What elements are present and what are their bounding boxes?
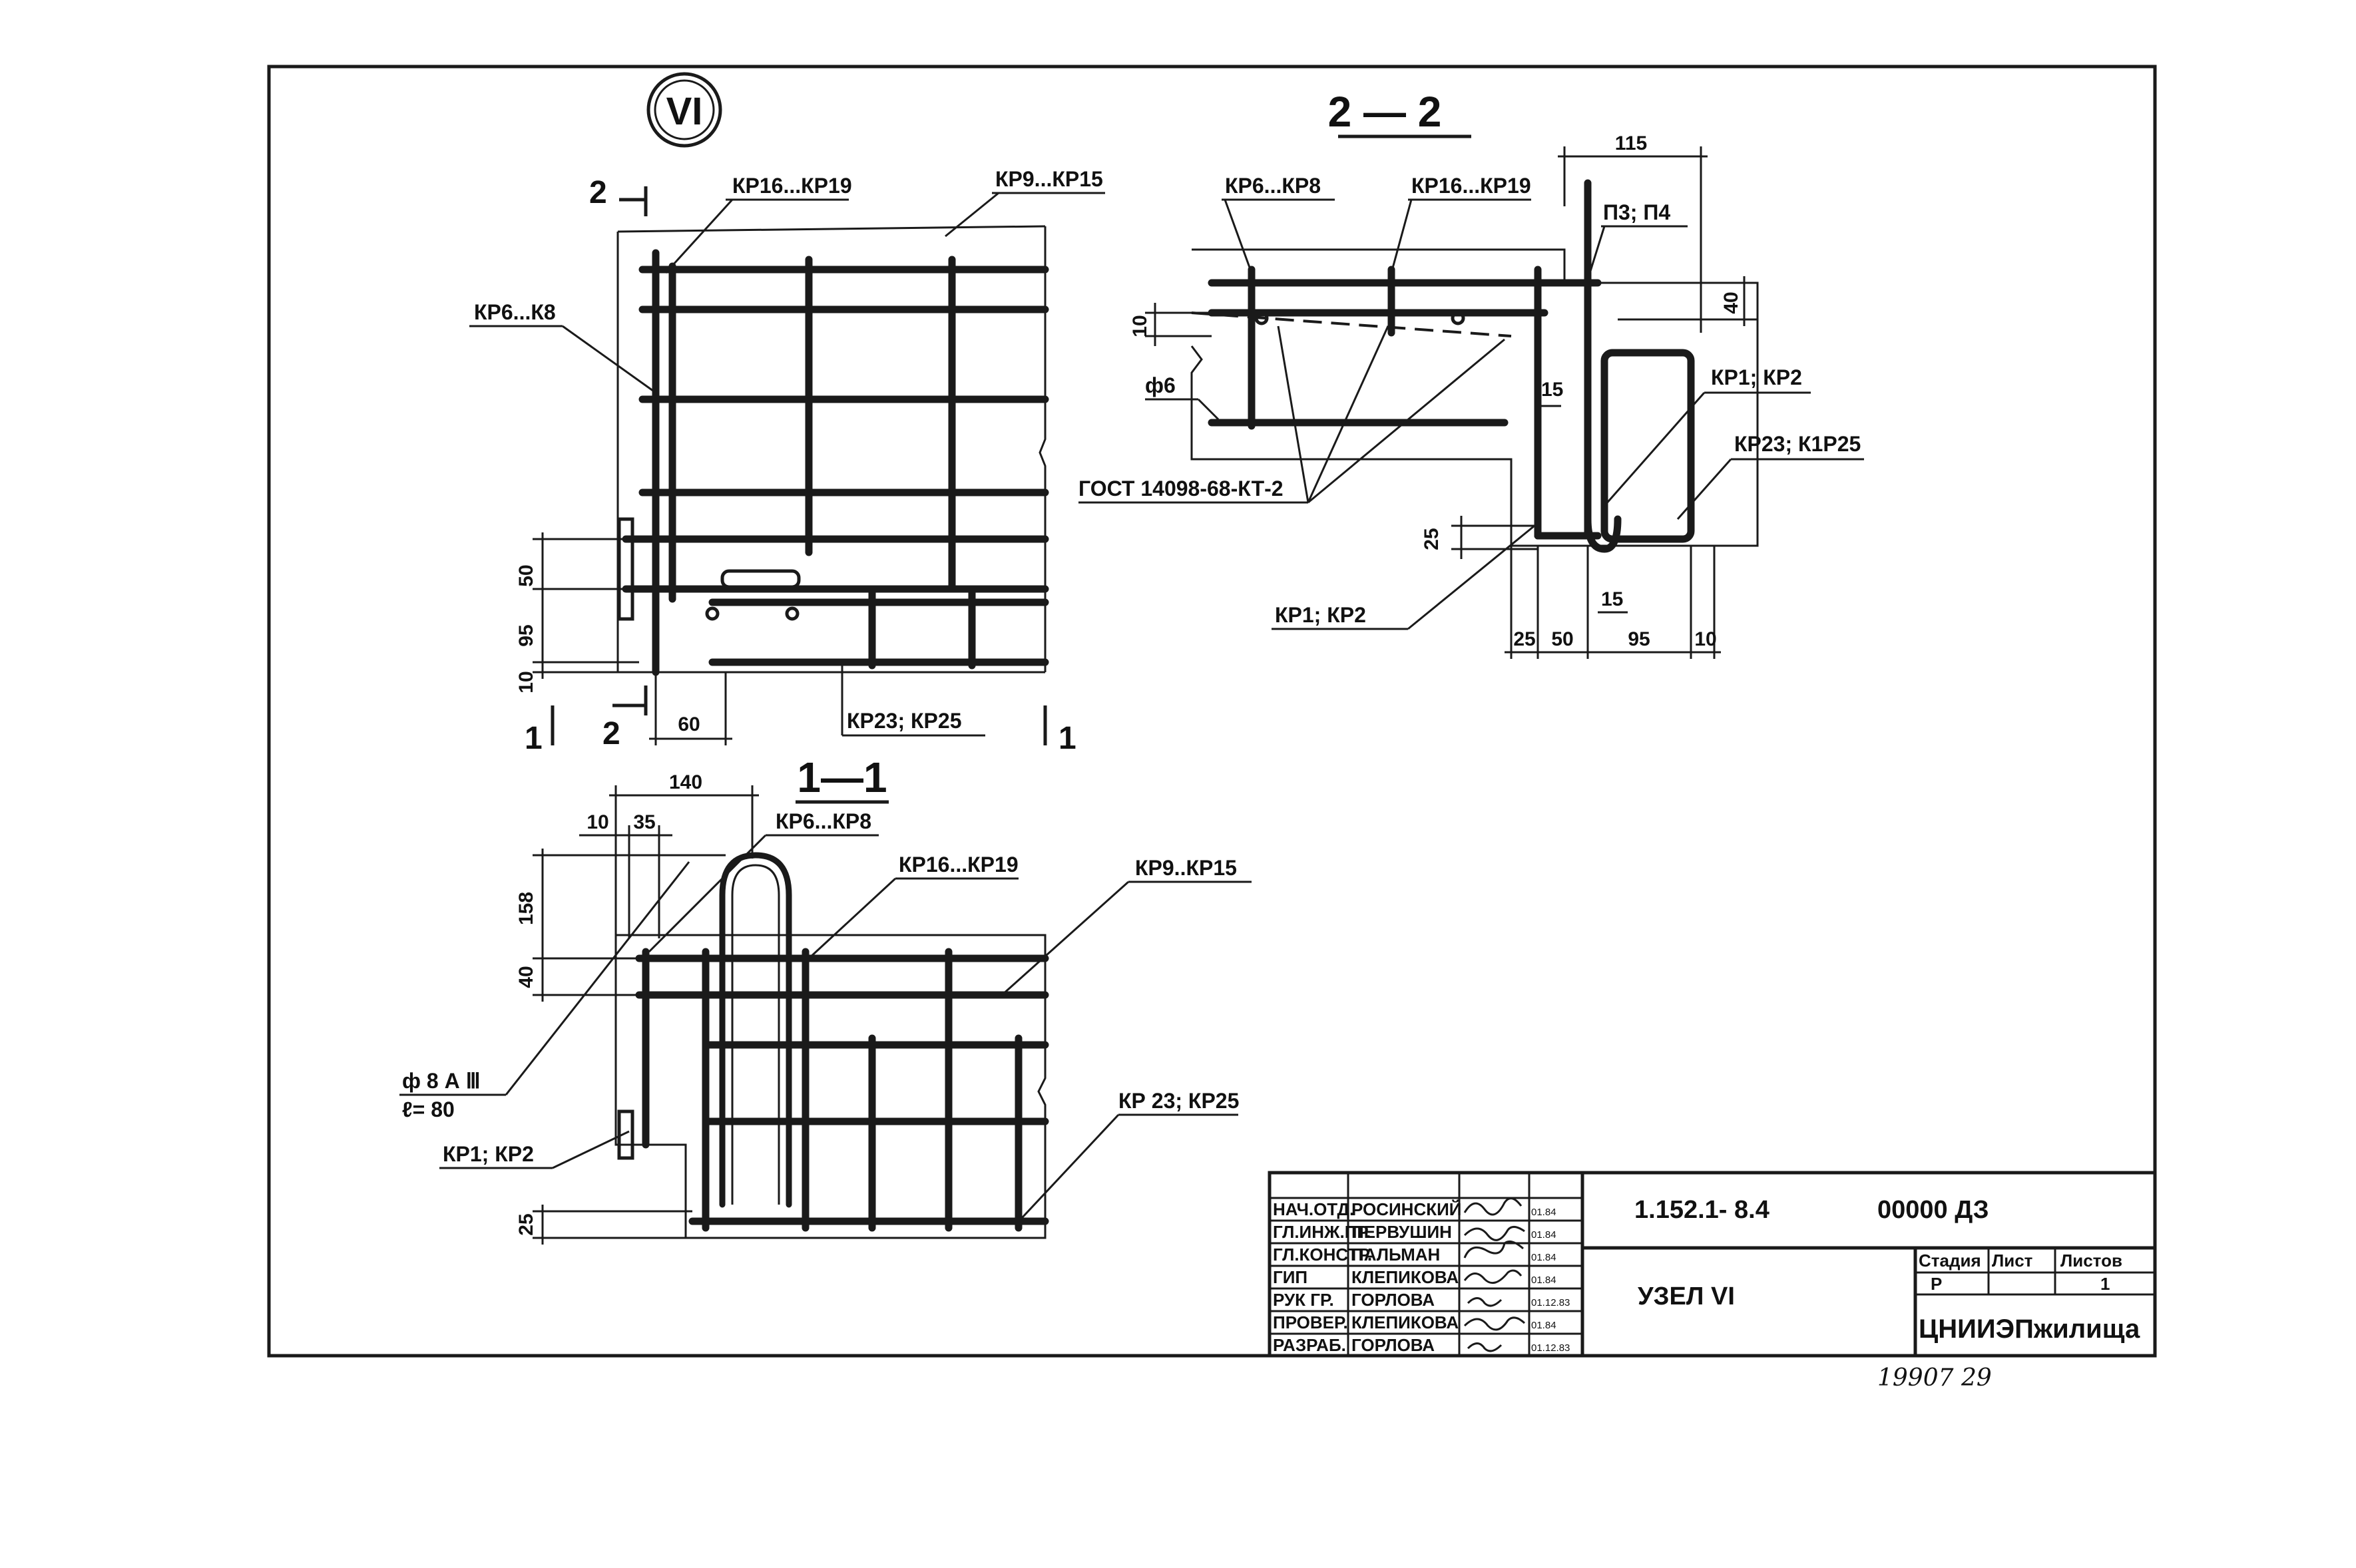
s11-dim-10: 10 <box>587 811 608 833</box>
s11-dim-25: 25 <box>515 1213 537 1235</box>
tb-role-4: РУК ГР. <box>1273 1290 1334 1310</box>
s22-label-kp16-19: КР16...КР19 <box>1411 174 1531 198</box>
plan-dim-10: 10 <box>515 671 537 693</box>
s11-label-kp1-2: КР1; КР2 <box>443 1142 534 1166</box>
tb-date-3: 01.84 <box>1531 1274 1556 1286</box>
plan-view: VI 50 95 10 6 <box>469 72 1105 756</box>
tb-role-2: ГЛ.КОНСТР. <box>1273 1245 1372 1265</box>
title-block: НАЧ.ОТД. РОСИНСКИЙ 01.84 ГЛ.ИНЖ.ПР. ПЕРВ… <box>1268 1171 2157 1358</box>
tb-name-1: ПЕРВУШИН <box>1351 1222 1452 1242</box>
s22-dim-10b: 10 <box>1694 628 1716 650</box>
tb-date-1: 01.84 <box>1531 1229 1556 1241</box>
s22-dim-95: 95 <box>1628 628 1650 650</box>
s22-label-kp1-2-right: КР1; КР2 <box>1711 365 1802 389</box>
tb-sheet-hdr: Лист <box>1992 1251 2033 1271</box>
s22-dim-15b: 15 <box>1601 588 1623 610</box>
tb-name-2: ПАЛЬМАН <box>1351 1245 1440 1265</box>
plan-dim-60: 60 <box>678 713 700 735</box>
s11-label-kp16-19: КР16...КР19 <box>899 853 1019 877</box>
tb-date-4: 01.12.83 <box>1531 1297 1570 1308</box>
tb-role-6: РАЗРАБ. <box>1273 1335 1346 1355</box>
s22-label-p3p4: П3; П4 <box>1603 200 1670 224</box>
tb-org: ЦНИИЭПжилища <box>1919 1314 2140 1344</box>
tb-role-1: ГЛ.ИНЖ.ПР. <box>1273 1222 1371 1242</box>
s22-label-kp6-8: КР6...КР8 <box>1225 174 1321 198</box>
cut-2-bottom: 2 <box>602 716 620 751</box>
s11-dim-140: 140 <box>669 771 702 793</box>
signature-5 <box>1463 1316 1526 1331</box>
cut-2-top: 2 <box>589 175 607 210</box>
tb-name-6: ГОРЛОВА <box>1351 1335 1435 1355</box>
s11-label-l80: ℓ= 80 <box>402 1097 455 1121</box>
plan-label-kp9-15: КР9...КР15 <box>995 167 1103 191</box>
cut-1-right: 1 <box>1059 721 1076 756</box>
tb-sheets-hdr: Листов <box>2060 1251 2122 1271</box>
tb-date-6: 01.12.83 <box>1531 1342 1570 1354</box>
tb-name-5: КЛЕПИКОВА <box>1351 1312 1459 1332</box>
signature-2 <box>1463 1240 1524 1259</box>
s22-label-kp23-25: КР23; К1Р25 <box>1734 432 1861 456</box>
section-2-2-title: 2 — 2 <box>1328 88 1442 136</box>
s11-label-kp6-8: КР6...КР8 <box>776 809 871 833</box>
signature-6 <box>1467 1342 1503 1352</box>
s22-dim-40: 40 <box>1720 292 1742 313</box>
s11-dim-158: 158 <box>515 892 537 925</box>
signature-1 <box>1463 1226 1525 1241</box>
plan-label-kp16-19: КР16...КР19 <box>732 174 852 198</box>
s22-label-kp1-2-bottom: КР1; КР2 <box>1275 603 1366 627</box>
tb-role-3: ГИП <box>1273 1267 1307 1287</box>
tb-date-0: 01.84 <box>1531 1207 1556 1218</box>
s11-dim-35: 35 <box>633 811 655 833</box>
s11-dim-40: 40 <box>515 966 537 988</box>
cut-1-left: 1 <box>525 721 543 756</box>
s22-dim-115: 115 <box>1615 132 1647 154</box>
plan-label-kp6-k8: КР6...К8 <box>474 300 556 324</box>
signature-4 <box>1467 1297 1503 1307</box>
s22-label-gost: ГОСТ 14098-68-КТ-2 <box>1078 477 1284 500</box>
tb-stage-hdr: Стадия <box>1919 1251 1981 1271</box>
signature-0 <box>1463 1197 1523 1216</box>
s11-label-kp23-25: КР 23; КР25 <box>1118 1089 1239 1113</box>
s22-dim-15a: 15 <box>1541 379 1563 401</box>
tb-sheets: 1 <box>2100 1274 2110 1294</box>
signature-3 <box>1463 1269 1523 1284</box>
node-mark: VI <box>666 90 703 133</box>
s22-dim-10: 10 <box>1129 315 1151 337</box>
section-1-1-title: 1—1 <box>797 753 887 801</box>
tb-role-0: НАЧ.ОТД. <box>1273 1199 1354 1219</box>
tb-role-5: ПРОВЕР. <box>1273 1312 1348 1332</box>
tb-doc-code: 1.152.1- 8.4 <box>1634 1196 1769 1224</box>
plan-dim-50: 50 <box>515 564 537 586</box>
plan-dim-95: 95 <box>515 624 537 646</box>
tb-date-2: 01.84 <box>1531 1252 1556 1263</box>
s11-label-phi8: ф 8 А Ⅲ <box>402 1069 481 1093</box>
section-2-2: 2 — 2 115 40 10 15 2 <box>1078 88 1864 659</box>
sheet-border <box>267 65 2157 1358</box>
tb-date-5: 01.84 <box>1531 1320 1556 1331</box>
s22-label-phi6: ф6 <box>1145 373 1176 397</box>
tb-name-4: ГОРЛОВА <box>1351 1290 1435 1310</box>
s22-dim-25: 25 <box>1513 628 1535 650</box>
tb-doc-suffix: 00000 ДЗ <box>1877 1196 1989 1224</box>
tb-title: УЗЕЛ VI <box>1638 1282 1735 1310</box>
tb-stage: Р <box>1931 1274 1942 1294</box>
section-1-1: 1—1 140 10 35 158 40 <box>399 753 1252 1245</box>
s22-dim-50: 50 <box>1551 628 1573 650</box>
archive-number: 19907 29 <box>1877 1364 1992 1392</box>
s22-dim-25v: 25 <box>1421 528 1443 550</box>
plan-label-kp23-25: КР23; КР25 <box>847 709 961 733</box>
s11-label-kp9-15: КР9..КР15 <box>1135 856 1237 880</box>
tb-name-3: КЛЕПИКОВА <box>1351 1267 1459 1287</box>
tb-name-0: РОСИНСКИЙ <box>1351 1199 1461 1219</box>
